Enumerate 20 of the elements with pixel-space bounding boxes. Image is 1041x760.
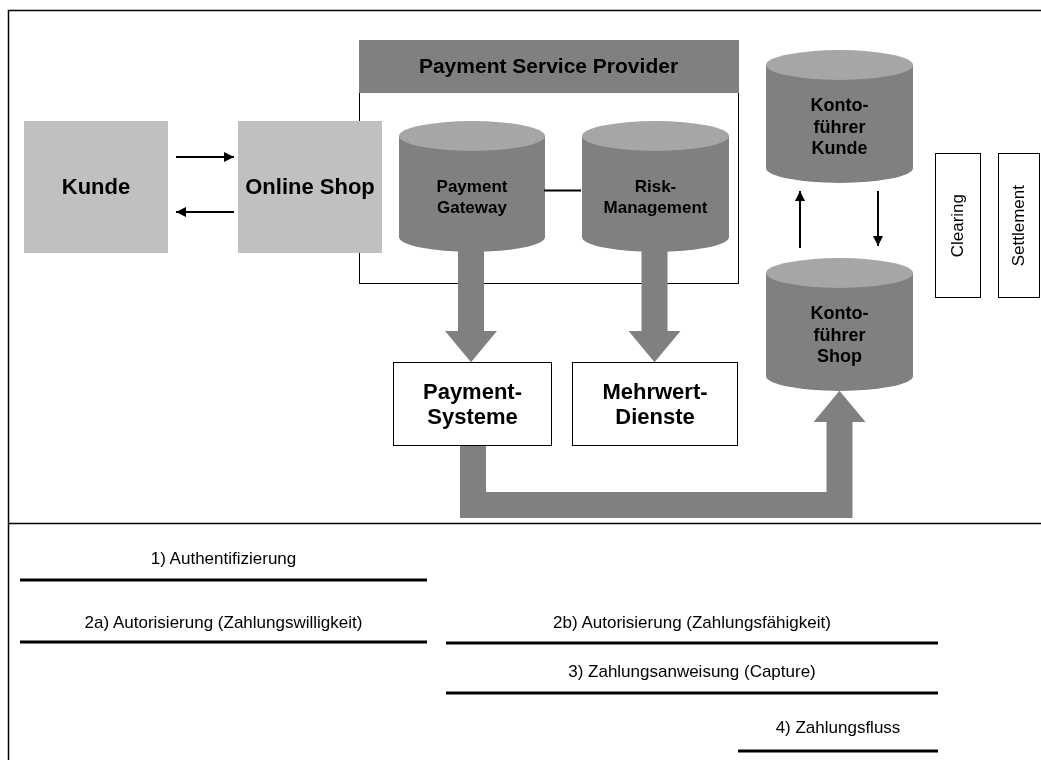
process-box: Clearing — [935, 153, 981, 298]
process-box: Settlement — [998, 153, 1040, 298]
arrow — [873, 190, 883, 247]
block-arrow — [460, 390, 866, 518]
connector-line — [543, 189, 582, 192]
phase-label: 3) Zahlungsanweisung (Capture) — [567, 662, 817, 682]
block-arrow — [628, 251, 681, 363]
phase-label: 1) Authentifizierung — [149, 549, 298, 569]
group-header: Payment Service Provider — [358, 39, 739, 93]
arrow — [795, 190, 805, 249]
system-box: Payment-Systeme — [393, 362, 552, 446]
phase-label: 2b) Autorisierung (Zahlungsfähigkeit) — [552, 613, 832, 633]
phase-label: 2a) Autorisierung (Zahlungswilligkeit) — [83, 613, 364, 633]
system-box: Mehrwert-Dienste — [572, 362, 738, 446]
entity-box: Kunde — [24, 121, 168, 253]
phase-label: 4) Zahlungsfluss — [774, 718, 902, 738]
entity-box: Online Shop — [238, 121, 382, 253]
arrow — [175, 207, 235, 217]
arrow — [175, 152, 235, 162]
block-arrow — [445, 251, 497, 363]
